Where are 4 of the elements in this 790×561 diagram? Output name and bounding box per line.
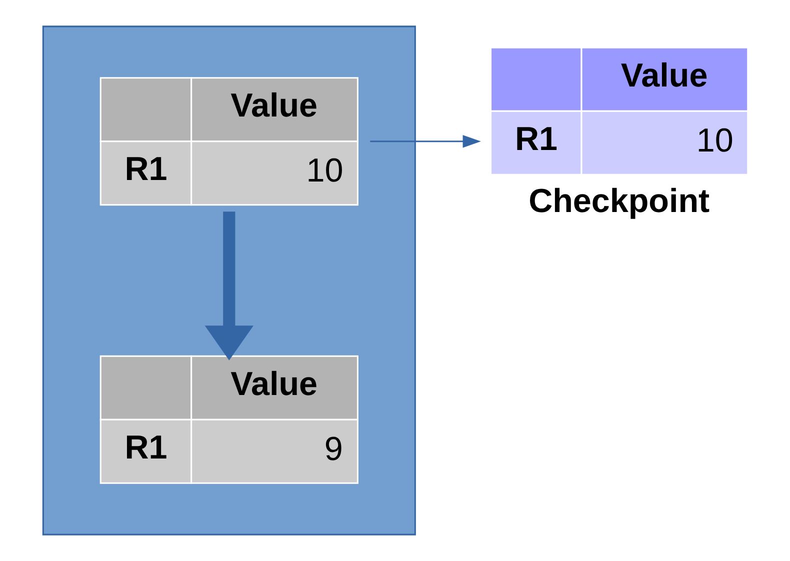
node-label: Checkpoint	[528, 182, 710, 220]
arrow	[204, 212, 253, 360]
arrow	[370, 135, 480, 148]
cluster	[42, 26, 416, 536]
